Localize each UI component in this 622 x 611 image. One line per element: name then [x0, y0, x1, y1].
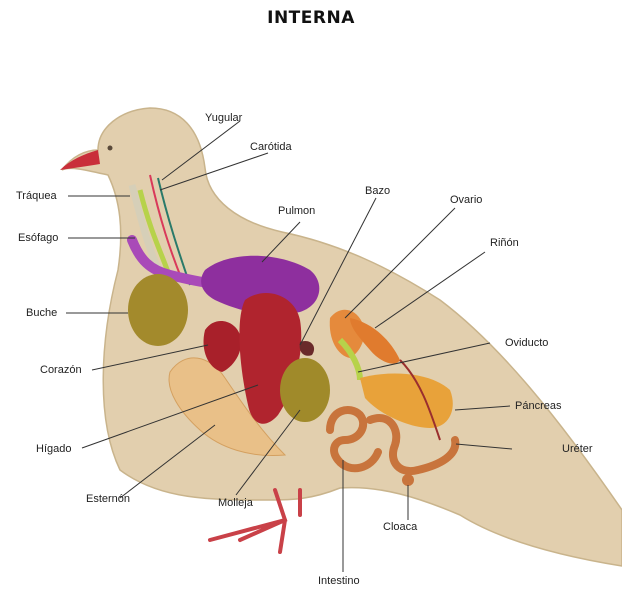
label-higado: Hígado [36, 443, 71, 455]
label-molleja: Molleja [218, 497, 254, 509]
label-buche: Buche [26, 307, 57, 319]
label-intestino: Intestino [318, 575, 360, 587]
label-traquea: Tráquea [16, 190, 57, 202]
label-pancreas: Páncreas [515, 400, 562, 412]
label-pulmon: Pulmon [278, 205, 315, 217]
gizzard [280, 358, 330, 422]
label-esofago: Esófago [18, 232, 58, 244]
label-oviducto: Oviducto [505, 337, 548, 349]
label-rinon: Riñón [490, 237, 519, 249]
label-carotida: Carótida [250, 141, 292, 153]
label-esternon: Esternón [86, 493, 130, 505]
cloaca [402, 474, 414, 486]
label-corazon: Corazón [40, 364, 82, 376]
label-bazo: Bazo [365, 185, 390, 197]
label-cloaca: Cloaca [383, 521, 418, 533]
eye [108, 146, 113, 151]
crop [128, 274, 188, 346]
label-ovario: Ovario [450, 194, 482, 206]
label-ureter: Uréter [562, 443, 593, 455]
label-yugular: Yugular [205, 112, 243, 124]
